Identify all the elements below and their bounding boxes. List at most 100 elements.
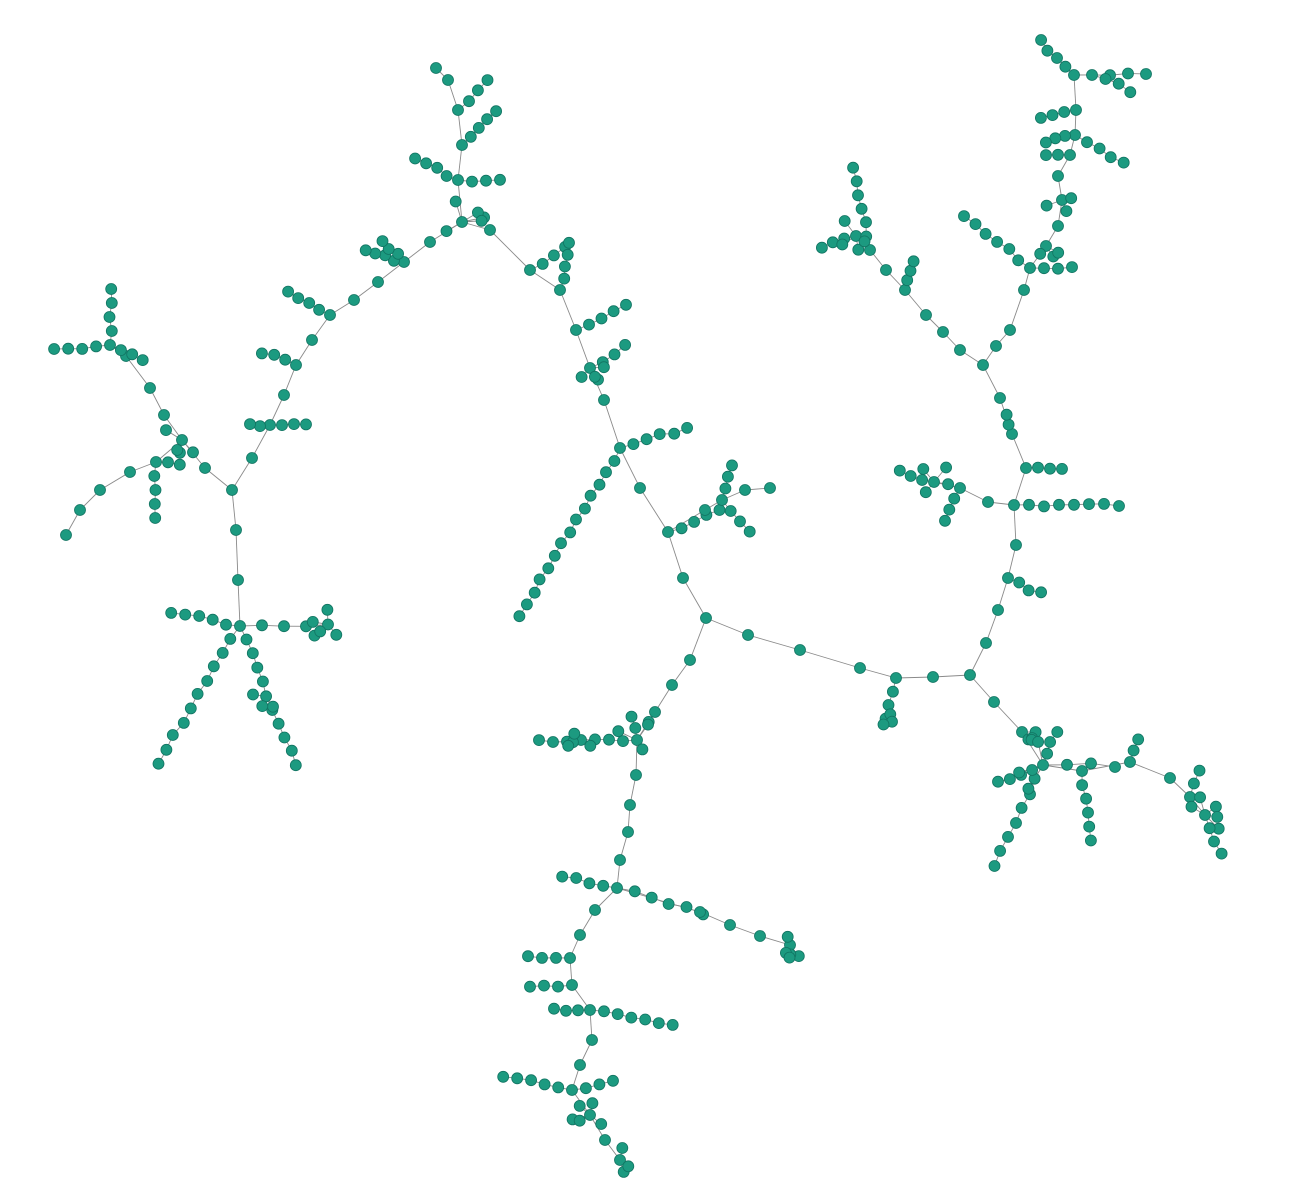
- node-circle: [979, 227, 992, 240]
- graph-node: [1038, 500, 1050, 513]
- graph-node: [150, 456, 162, 468]
- graph-edge: [237, 579, 241, 627]
- graph-node: [464, 130, 477, 143]
- graph-node: [954, 344, 966, 356]
- node-circle: [948, 492, 961, 505]
- graph-node: [700, 612, 712, 624]
- node-circle: [279, 353, 292, 366]
- graph-edge: [705, 617, 749, 636]
- node-circle: [1052, 262, 1064, 275]
- graph-node: [713, 504, 726, 516]
- graph-node: [854, 662, 866, 674]
- graph-node: [1040, 149, 1052, 162]
- node-circle: [572, 1004, 584, 1017]
- node-circle: [480, 174, 492, 187]
- graph-node: [536, 257, 549, 270]
- graph-node: [528, 586, 541, 599]
- graph-edge: [799, 649, 861, 669]
- node-circle: [255, 347, 268, 360]
- node-circle: [1210, 800, 1222, 813]
- graph-node: [1013, 576, 1026, 589]
- graph-node: [619, 338, 631, 351]
- node-circle: [907, 255, 920, 268]
- graph-node: [372, 276, 384, 288]
- graph-node: [916, 474, 928, 486]
- graph-node: [1080, 792, 1092, 805]
- node-circle: [573, 1100, 586, 1112]
- graph-node: [994, 845, 1006, 857]
- node-circle: [1085, 757, 1097, 770]
- node-circle: [994, 392, 1006, 404]
- node-circle: [1194, 791, 1206, 804]
- node-circle: [1076, 779, 1088, 791]
- graph-node: [199, 462, 211, 474]
- node-circle: [442, 74, 454, 86]
- graph-node: [781, 930, 794, 943]
- graph-node: [628, 885, 641, 898]
- graph-node: [855, 202, 868, 215]
- graph-node: [348, 294, 360, 306]
- graph-node: [555, 537, 567, 550]
- node-circle: [614, 442, 626, 454]
- graph-node: [579, 502, 591, 515]
- graph-node: [573, 1100, 586, 1112]
- graph-node: [513, 610, 526, 623]
- graph-node: [625, 1011, 638, 1024]
- graph-node: [584, 739, 597, 752]
- node-circle: [300, 418, 312, 431]
- node-circle: [1044, 736, 1056, 748]
- graph-node: [359, 244, 372, 257]
- graph-node: [256, 619, 268, 632]
- graph-node: [166, 729, 179, 741]
- node-circle: [940, 461, 952, 474]
- node-circle: [554, 284, 566, 296]
- graph-node: [278, 389, 290, 401]
- graph-node: [662, 526, 674, 538]
- node-circle: [152, 757, 165, 770]
- graph-node: [246, 647, 259, 660]
- node-circle: [598, 1005, 610, 1018]
- graph-node: [631, 734, 643, 746]
- graph-node: [559, 260, 571, 273]
- graph-node: [1004, 324, 1016, 336]
- graph-node: [300, 418, 312, 431]
- graph-node: [480, 174, 492, 187]
- graph-node: [611, 1008, 624, 1020]
- graph-node: [1002, 831, 1014, 843]
- node-circle: [124, 466, 136, 478]
- graph-node: [292, 292, 305, 305]
- graph-node: [982, 496, 994, 508]
- graph-node: [1083, 820, 1096, 833]
- graph-node: [76, 342, 89, 355]
- node-circle: [220, 618, 232, 631]
- node-circle: [1061, 758, 1073, 771]
- node-circle: [1002, 831, 1014, 843]
- node-circle: [1093, 142, 1106, 155]
- node-circle: [570, 513, 582, 526]
- graph-edge: [619, 447, 641, 489]
- graph-node: [948, 492, 961, 505]
- node-circle: [74, 504, 86, 516]
- node-circle: [1037, 759, 1049, 771]
- graph-node: [937, 326, 949, 338]
- node-circle: [1069, 129, 1081, 141]
- node-circle: [614, 854, 626, 866]
- node-circle: [675, 522, 688, 535]
- graph-node: [992, 775, 1004, 788]
- node-circle: [607, 1074, 619, 1087]
- graph-node: [536, 952, 548, 964]
- graph-node: [48, 343, 60, 355]
- node-circle: [666, 1019, 679, 1031]
- graph-node: [1013, 766, 1025, 779]
- node-circle: [1065, 192, 1078, 205]
- graph-node: [1061, 758, 1073, 771]
- graph-node: [561, 248, 574, 261]
- graph-node: [1023, 498, 1035, 511]
- graph-node: [560, 1004, 572, 1017]
- node-circle: [764, 482, 776, 494]
- node-circle: [240, 633, 253, 646]
- graph-node: [860, 216, 872, 229]
- node-circle: [631, 734, 643, 746]
- graph-node: [607, 1074, 619, 1087]
- node-circle: [1046, 109, 1059, 121]
